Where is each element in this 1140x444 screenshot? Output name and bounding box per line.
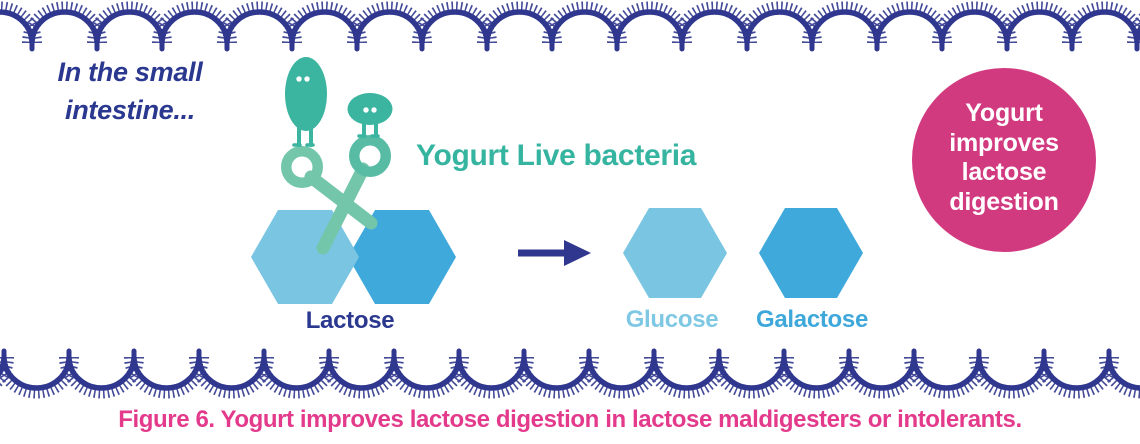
bacterium-body [347, 93, 393, 125]
scissors-right-handle [349, 135, 391, 177]
badge-line: lactose [961, 158, 1047, 186]
scissors-left-handle [281, 146, 323, 188]
galactose-label: Galactose [755, 306, 869, 333]
right-arrow-icon [518, 240, 591, 266]
lactose-molecule [251, 210, 456, 304]
streptococcus-bacterium-icon [347, 93, 393, 138]
figure-caption: Figure 6. Yogurt improves lactose digest… [118, 406, 1022, 433]
intestinal-wall-top-border [0, 1, 1140, 52]
badge-line: improves [949, 128, 1059, 157]
badge-line: Yogurt [965, 99, 1043, 127]
yogurt-benefit-badge-circle [912, 68, 1096, 252]
bacterium-body [285, 57, 327, 131]
lactose-hexagon-dark [348, 210, 456, 304]
glucose-label: Glucose [625, 306, 719, 333]
lactobacillus-bacterium-icon [285, 57, 327, 147]
glucose-hexagon [623, 208, 727, 298]
badge-line: digestion [949, 187, 1059, 216]
galactose-hexagon [759, 208, 863, 298]
intestinal-wall-bottom-border [0, 348, 1140, 399]
small-intestine-heading-line2: intestine... [65, 94, 195, 125]
arrow-head [564, 240, 591, 266]
bacterium-eye [363, 107, 369, 113]
lactose-label: Lactose [305, 307, 395, 334]
yogurt-benefit-badge-text: Yogurt improves lactose digestion [914, 99, 1094, 217]
yogurt-live-bacteria-label: Yogurt Live bacteria [416, 139, 697, 172]
small-intestine-heading-line1: In the small [57, 57, 203, 87]
bacterium-eye [371, 107, 377, 113]
scissors-icon [281, 135, 391, 255]
bacterium-eye [296, 76, 302, 82]
bacterium-eye [304, 76, 310, 82]
small-intestine-heading: In the small intestine... [38, 54, 222, 130]
scissors-blade-left [316, 162, 370, 255]
lactose-hexagon-light [251, 210, 359, 304]
